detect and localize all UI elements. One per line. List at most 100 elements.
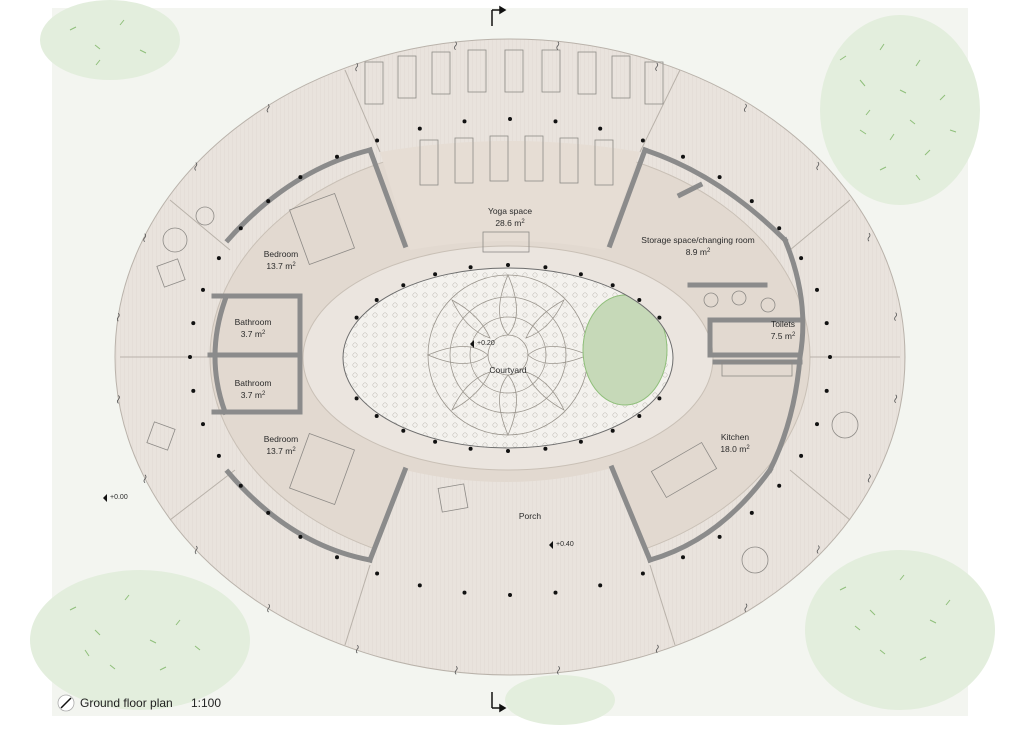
column <box>417 583 422 588</box>
label-toilets-area: 7.5 m2 <box>771 331 796 341</box>
porch-cushion <box>437 483 469 513</box>
column <box>717 175 722 180</box>
label-kitchen-area: 18.0 m2 <box>720 444 750 454</box>
column <box>610 283 615 288</box>
level-marker-site: +0.00 <box>103 494 128 502</box>
tree-bottom-center <box>505 675 615 725</box>
column <box>553 590 558 595</box>
deck-edge-mark <box>557 666 560 675</box>
column <box>468 446 473 451</box>
deck-edge-mark <box>744 103 747 113</box>
column <box>799 256 804 261</box>
column <box>433 439 438 444</box>
yoga-opening <box>380 141 640 250</box>
bed-top <box>289 193 355 265</box>
column <box>201 287 205 292</box>
round-table-left <box>162 227 188 253</box>
deck-edge-mark <box>143 233 147 242</box>
column <box>657 396 662 401</box>
column <box>374 414 379 418</box>
deck-edge-mark <box>194 162 198 171</box>
label-bathroom1-name: Bathroom <box>235 317 272 327</box>
tree-top-left <box>40 0 180 80</box>
column <box>401 428 406 433</box>
column <box>508 593 512 597</box>
column <box>468 265 473 270</box>
porch-opening <box>370 468 650 588</box>
column <box>188 355 192 359</box>
deck-edge-mark <box>117 395 120 404</box>
deck-edge-mark <box>816 161 820 171</box>
column <box>815 422 819 427</box>
column <box>640 571 645 576</box>
label-kitchen-name: Kitchen <box>721 432 750 442</box>
column <box>610 428 615 433</box>
column <box>749 199 754 204</box>
columns <box>188 117 832 597</box>
column <box>462 119 467 124</box>
column <box>191 321 196 326</box>
column <box>657 315 662 320</box>
column <box>266 510 271 515</box>
column <box>266 199 271 204</box>
column <box>401 283 406 288</box>
toilet-1 <box>703 292 719 308</box>
label-bedroom1-area: 13.7 m2 <box>266 261 296 271</box>
column <box>298 175 303 180</box>
deck-edge-mark <box>894 394 898 404</box>
deck-edge-mark <box>355 644 359 654</box>
deck-edge-mark <box>454 666 458 675</box>
inner-yoga-mats <box>419 135 614 253</box>
column <box>717 534 722 539</box>
column <box>637 414 642 418</box>
column <box>375 571 380 576</box>
label-bathroom2-area: 3.7 m2 <box>241 390 266 400</box>
column <box>374 298 379 302</box>
column <box>815 287 819 292</box>
deck-edge-mark <box>816 545 820 554</box>
column <box>598 583 603 588</box>
column <box>506 263 510 267</box>
column <box>201 422 205 427</box>
tree-bottom-right <box>805 550 995 710</box>
column <box>238 226 243 231</box>
tree-top-right <box>820 15 980 205</box>
column <box>598 126 603 131</box>
round-table-right-bottom <box>741 546 769 574</box>
column <box>508 117 512 121</box>
deck-edge-mark <box>655 62 659 72</box>
label-bedroom2-name: Bedroom <box>264 434 299 444</box>
stool-left <box>195 206 215 226</box>
svg-text:+0.40: +0.40 <box>556 541 574 548</box>
dining-table <box>650 441 718 499</box>
column <box>799 453 804 458</box>
column <box>543 446 548 451</box>
column <box>354 396 359 401</box>
courtyard-edge <box>342 267 674 449</box>
column <box>681 154 685 159</box>
bed-bottom <box>289 433 355 505</box>
column <box>637 298 642 302</box>
column <box>578 439 583 444</box>
label-toilets-name: Toilets <box>771 319 795 329</box>
column <box>216 453 221 458</box>
label-storage-area: 8.9 m2 <box>686 247 711 257</box>
label-yoga-name: Yoga space <box>488 206 532 216</box>
column <box>506 449 510 453</box>
label-yoga-area: 28.6 m2 <box>495 218 525 228</box>
deck-edge-mark <box>556 41 560 50</box>
deck-edge-marks <box>116 41 898 675</box>
round-table-right-top <box>831 411 859 439</box>
tree-bottom-left <box>30 570 250 710</box>
svg-text:+0.00: +0.00 <box>110 494 128 501</box>
column <box>298 534 303 539</box>
room-labels: Yoga space 28.6 m2 Storage space/changin… <box>235 206 796 521</box>
column <box>578 272 583 277</box>
section-marker-bottom <box>491 692 507 713</box>
column <box>543 265 548 270</box>
label-storage-name: Storage space/changing room <box>641 235 754 245</box>
label-bathroom2-name: Bathroom <box>235 378 272 388</box>
column <box>375 138 380 143</box>
deck-edge-mark <box>867 474 871 483</box>
outer-yoga-mats <box>364 49 664 105</box>
